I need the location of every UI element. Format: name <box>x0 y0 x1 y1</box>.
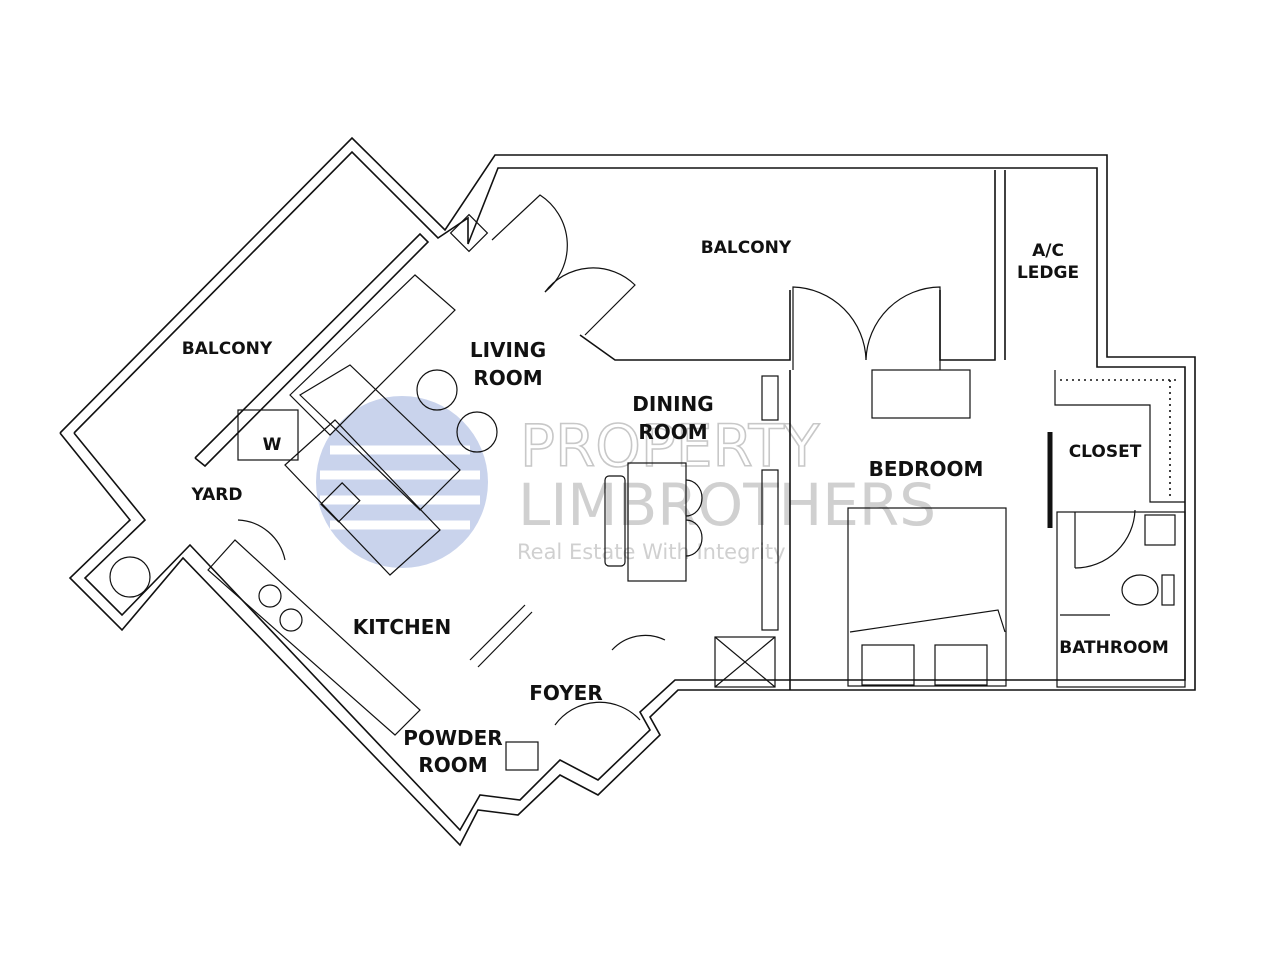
label-washer: W <box>263 435 282 455</box>
closet-wall <box>1054 370 1185 503</box>
label-dining-1: DINING <box>632 392 713 416</box>
bedroom-balcony-door-left[interactable] <box>792 286 867 370</box>
label-foyer: FOYER <box>529 681 603 705</box>
watermark-logo <box>316 396 488 568</box>
label-balcony-top: BALCONY <box>701 238 792 258</box>
pillow <box>861 644 915 686</box>
fan-icon <box>109 556 151 598</box>
ac-unit-icon <box>449 213 489 253</box>
label-ac-ledge-2: LEDGE <box>1017 263 1079 283</box>
dining-table <box>627 462 687 582</box>
label-balcony-left: BALCONY <box>182 339 273 359</box>
top-balcony-wall <box>579 290 791 361</box>
pillow <box>934 644 988 686</box>
label-yard: YARD <box>190 485 242 505</box>
living-door-left[interactable] <box>491 194 568 293</box>
toilet-icon <box>1121 574 1159 606</box>
washer-box <box>237 409 299 461</box>
partition <box>761 469 779 631</box>
foyer-door[interactable] <box>554 701 641 726</box>
toilet-tank <box>1161 574 1175 606</box>
bed-sheet <box>849 609 1006 633</box>
dining-chairs <box>685 479 703 557</box>
kitchen-island <box>284 419 441 576</box>
bathroom-door[interactable] <box>1074 509 1136 569</box>
label-living-1: LIVING <box>470 338 546 362</box>
kitchen-counter <box>207 539 421 736</box>
label-powder-1: POWDER <box>403 726 502 750</box>
stool <box>416 369 458 411</box>
label-ac-ledge-1: A/C <box>1032 241 1064 261</box>
bathroom-wall <box>1056 511 1186 688</box>
watermark-tagline: Real Estate With Integrity <box>517 540 786 564</box>
watermark-line2: LIMBROTHERS <box>518 471 936 539</box>
bed <box>847 507 1007 687</box>
powder-sink-icon <box>505 741 539 771</box>
bathroom-sink-icon <box>1144 514 1176 546</box>
watermark-line1: PROPERTY <box>520 412 820 480</box>
partition <box>761 375 779 421</box>
label-bathroom: BATHROOM <box>1059 638 1169 658</box>
inner-wall <box>73 150 1186 832</box>
dining-bench <box>604 475 626 567</box>
left-balcony-wall <box>194 232 430 468</box>
entry-door[interactable] <box>611 634 666 651</box>
shoe-rack <box>469 604 526 661</box>
label-living-2: ROOM <box>473 366 542 390</box>
label-dining-2: ROOM <box>638 420 707 444</box>
top-balcony-wall <box>939 170 996 361</box>
label-bedroom: BEDROOM <box>869 457 984 481</box>
yard-door[interactable] <box>237 519 286 561</box>
stove-burner-icon <box>258 584 282 608</box>
desk <box>871 369 971 419</box>
bedroom-balcony-door-right[interactable] <box>865 286 941 370</box>
label-kitchen: KITCHEN <box>353 615 451 639</box>
label-powder-2: ROOM <box>418 753 487 777</box>
shoe-rack <box>477 611 533 668</box>
storage-box <box>714 636 776 688</box>
outer-wall <box>59 136 1196 847</box>
sink-icon <box>320 482 361 523</box>
sofa <box>289 274 456 436</box>
stove-burner-icon <box>279 608 303 632</box>
label-closet: CLOSET <box>1069 442 1142 462</box>
stool <box>456 411 498 453</box>
living-door-right[interactable] <box>544 267 636 336</box>
sofa-chaise <box>299 364 461 511</box>
